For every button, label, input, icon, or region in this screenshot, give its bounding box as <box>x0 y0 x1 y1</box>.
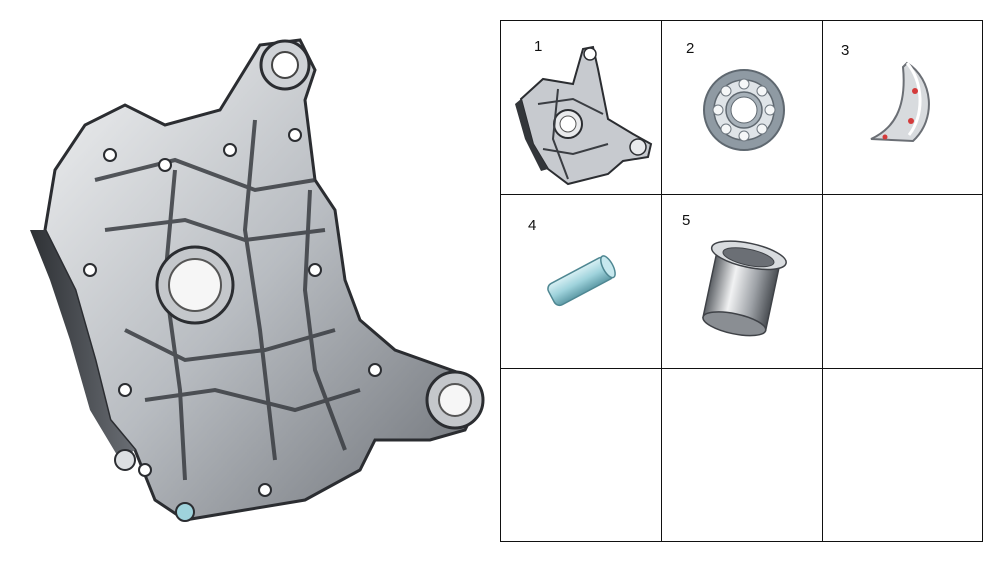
part-number-2: 2 <box>686 40 695 57</box>
part-cell-1[interactable]: 1 <box>501 21 661 194</box>
grid-divider <box>822 21 823 541</box>
empty-cell <box>823 369 983 542</box>
part-number-5: 5 <box>682 212 691 229</box>
part-cell-5[interactable]: 5 <box>662 195 822 368</box>
dowel-pin-icon <box>547 255 616 307</box>
bushing-sleeve-icon <box>702 240 787 337</box>
parts-grid: 1 2 <box>500 20 983 542</box>
part-number-1: 1 <box>534 38 543 55</box>
empty-cell <box>501 369 661 542</box>
part-cell-3[interactable]: 3 <box>823 21 983 194</box>
crankcase-illustration <box>30 38 485 522</box>
ball-bearing-icon <box>703 69 785 151</box>
part-cell-2[interactable]: 2 <box>662 21 822 194</box>
part-number-4: 4 <box>528 217 537 234</box>
crankcase-thumbnail <box>515 45 653 186</box>
empty-cell <box>662 369 822 542</box>
grid-divider <box>501 194 982 195</box>
part-number-3: 3 <box>841 42 850 59</box>
grid-divider <box>661 21 662 541</box>
empty-cell <box>823 195 983 368</box>
bearing-shell-icon <box>870 61 930 143</box>
grid-divider <box>501 368 982 369</box>
part-cell-4[interactable]: 4 <box>501 195 661 368</box>
